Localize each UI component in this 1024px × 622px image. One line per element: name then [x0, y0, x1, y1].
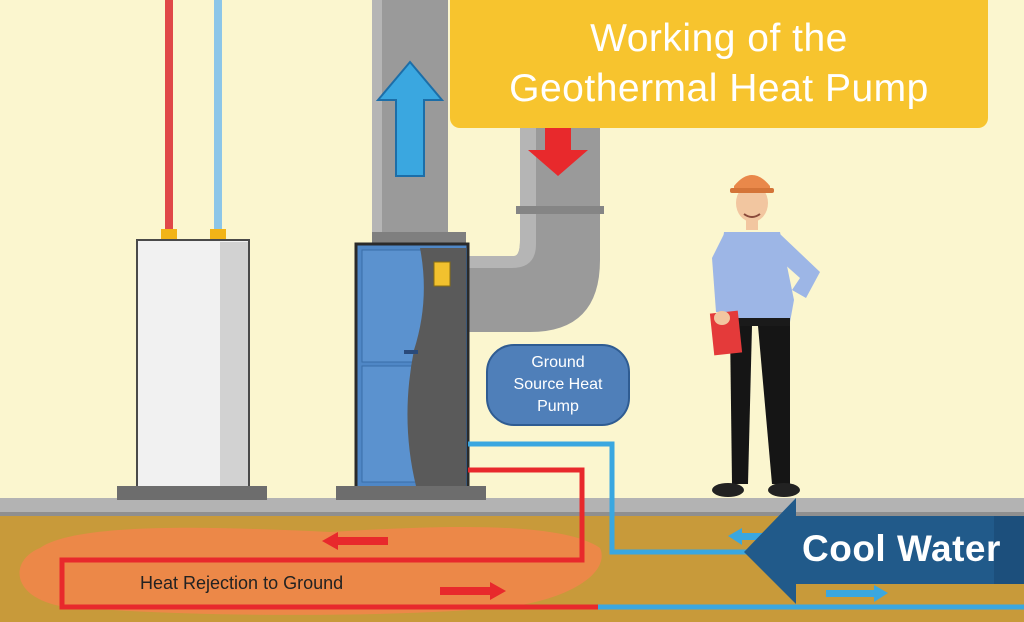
gshp-label-line-2: Source Heat	[513, 376, 603, 393]
title-line-1: Working of the	[590, 17, 848, 60]
supply-air-arrow-icon	[375, 60, 445, 177]
technician-figure	[709, 175, 820, 497]
return-air-arrow-icon	[528, 128, 588, 176]
cool-water-arrow-tail	[994, 516, 1024, 584]
gshp-label-line-3: Pump	[537, 398, 579, 415]
gshp-label-line-1: Ground	[531, 354, 585, 371]
heat-rejection-label: Heat Rejection to Ground	[140, 573, 344, 593]
cool-flow-arrow-left-icon	[728, 528, 768, 545]
ground-loop-pipes	[59, 441, 1024, 610]
cool-water-arrow-icon	[744, 498, 994, 604]
ground-source-heat-pump-label: Ground Source Heat Pump	[486, 344, 630, 426]
flow-arrow-right-icon	[440, 582, 506, 600]
water-heater-tank	[117, 0, 267, 500]
air-ducts	[372, 0, 604, 332]
flow-arrow-left-icon	[322, 532, 388, 550]
heat-pump-unit	[336, 242, 486, 500]
title-line-2: Geothermal Heat Pump	[509, 67, 929, 110]
title-banner: Working of the Geothermal Heat Pump	[450, 0, 988, 128]
heat-rejection-zone	[19, 526, 602, 615]
cool-water-label: Cool Water	[802, 528, 1001, 569]
cool-flow-arrow-right-icon	[826, 585, 888, 602]
